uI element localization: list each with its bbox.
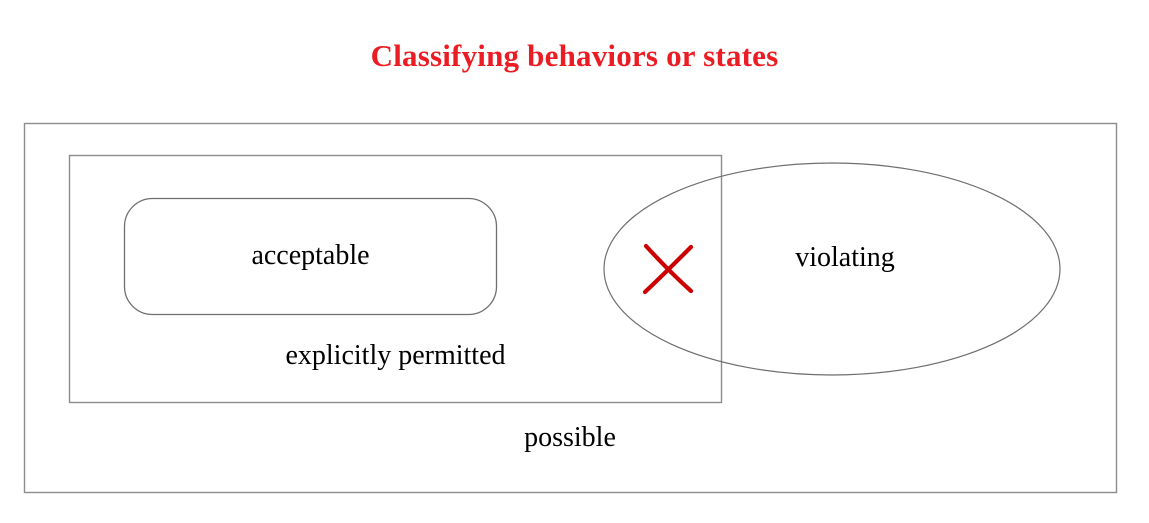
region-label-possible: possible [524,422,616,453]
region-violating-outline [603,162,1061,376]
region-label-explicitly-permitted: explicitly permitted [285,340,506,371]
region-label-violating: violating [795,242,895,273]
region-acceptable-outline [123,197,498,316]
contradiction-x-icon [642,243,694,295]
region-label-acceptable: acceptable [251,240,370,271]
region-possible-outline [23,122,1118,494]
page-title: Classifying behaviors or states [370,38,779,73]
region-explicitly-permitted-outline [68,154,723,404]
